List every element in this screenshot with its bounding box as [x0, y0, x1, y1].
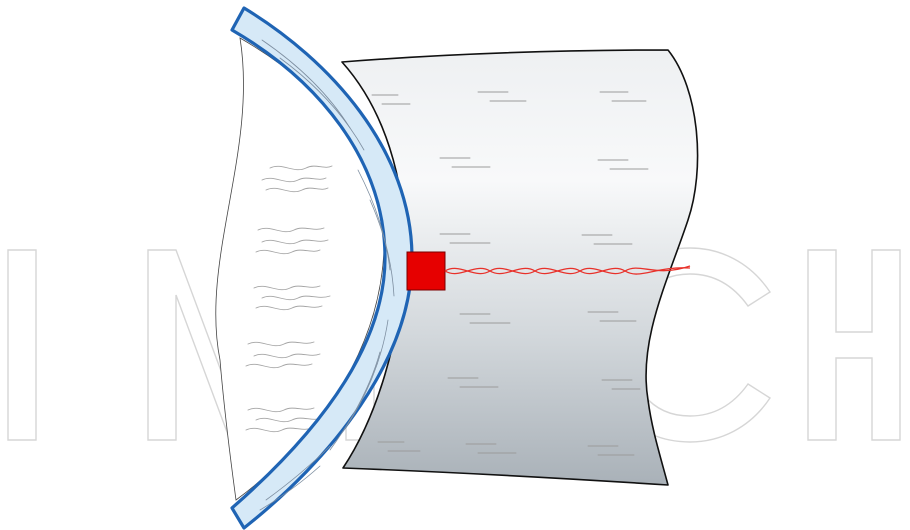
sensor-block	[406, 251, 446, 291]
inner-fluid-outline	[215, 37, 385, 501]
wire-strand-b	[444, 267, 691, 275]
pipe-flow-lines	[371, 91, 649, 456]
watermark-letter-i	[7, 249, 37, 441]
fluid-wave-lines	[245, 165, 333, 433]
inner-fluid-region	[215, 37, 385, 501]
twisted-pair-wire	[444, 265, 691, 275]
wire-strand-a	[444, 265, 691, 275]
curved-tube-wall	[230, 6, 414, 530]
pipe-section	[341, 49, 699, 486]
tube-hatch-lines	[259, 39, 395, 511]
watermark-letter-h	[807, 249, 901, 441]
tube-wall-band	[230, 6, 414, 530]
